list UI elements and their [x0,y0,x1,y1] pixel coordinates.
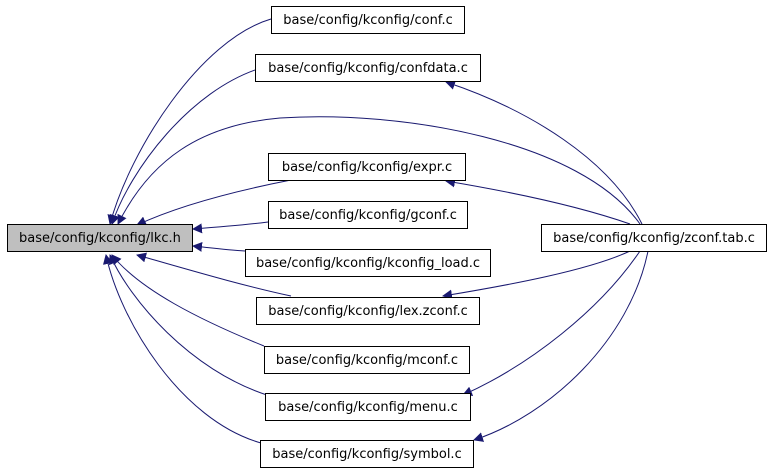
node-label: base/config/kconfig/expr.c [281,159,453,175]
node-label: base/config/kconfig/confdata.c [268,60,468,76]
node-menu-c[interactable]: base/config/kconfig/menu.c [265,393,471,421]
edge-zconf-tab-to-lkc [117,116,641,225]
edge-zconf-tab-to-confdata [445,80,643,225]
edge-menu-to-lkc [109,254,268,396]
node-label: base/config/kconfig/lkc.h [19,230,181,246]
edge-expr-to-lkc [136,179,292,226]
edge-gconf-to-lkc [192,221,269,234]
edge-lex-to-lkc [136,252,292,297]
node-label: base/config/kconfig/gconf.c [279,207,457,223]
edge-kconfig-load-to-lkc [192,241,246,252]
edge-zconf-tab-to-symbol [473,250,649,442]
edge-mconf-to-lkc [111,254,265,347]
edge-zconf-tab-to-menu [462,250,641,396]
edge-conf-to-lkc [107,18,272,225]
node-zconf-tab-c[interactable]: base/config/kconfig/zconf.tab.c [541,224,767,252]
edge-confdata-to-lkc [110,67,262,225]
node-label: base/config/kconfig/kconfig_load.c [255,255,481,271]
node-label: base/config/kconfig/lex.zconf.c [268,303,468,319]
node-label: base/config/kconfig/zconf.tab.c [553,230,755,246]
node-lkc-h[interactable]: base/config/kconfig/lkc.h [7,224,193,252]
node-label: base/config/kconfig/conf.c [283,12,453,28]
node-mconf-c[interactable]: base/config/kconfig/mconf.c [264,346,470,374]
node-label: base/config/kconfig/menu.c [278,399,458,415]
edge-zconf-tab-to-lex [442,250,631,300]
node-confdata-c[interactable]: base/config/kconfig/confdata.c [255,54,481,82]
edge-symbol-to-lkc [103,254,262,444]
node-symbol-c[interactable]: base/config/kconfig/symbol.c [260,440,474,468]
edge-zconf-tab-to-expr [445,177,631,225]
node-kconfig-load-c[interactable]: base/config/kconfig/kconfig_load.c [245,249,491,277]
node-label: base/config/kconfig/mconf.c [275,352,459,368]
node-expr-c[interactable]: base/config/kconfig/expr.c [268,153,466,181]
node-label: base/config/kconfig/symbol.c [272,446,462,462]
node-lex-zconf-c[interactable]: base/config/kconfig/lex.zconf.c [256,297,480,325]
node-gconf-c[interactable]: base/config/kconfig/gconf.c [268,201,468,229]
node-conf-c[interactable]: base/config/kconfig/conf.c [271,6,465,34]
